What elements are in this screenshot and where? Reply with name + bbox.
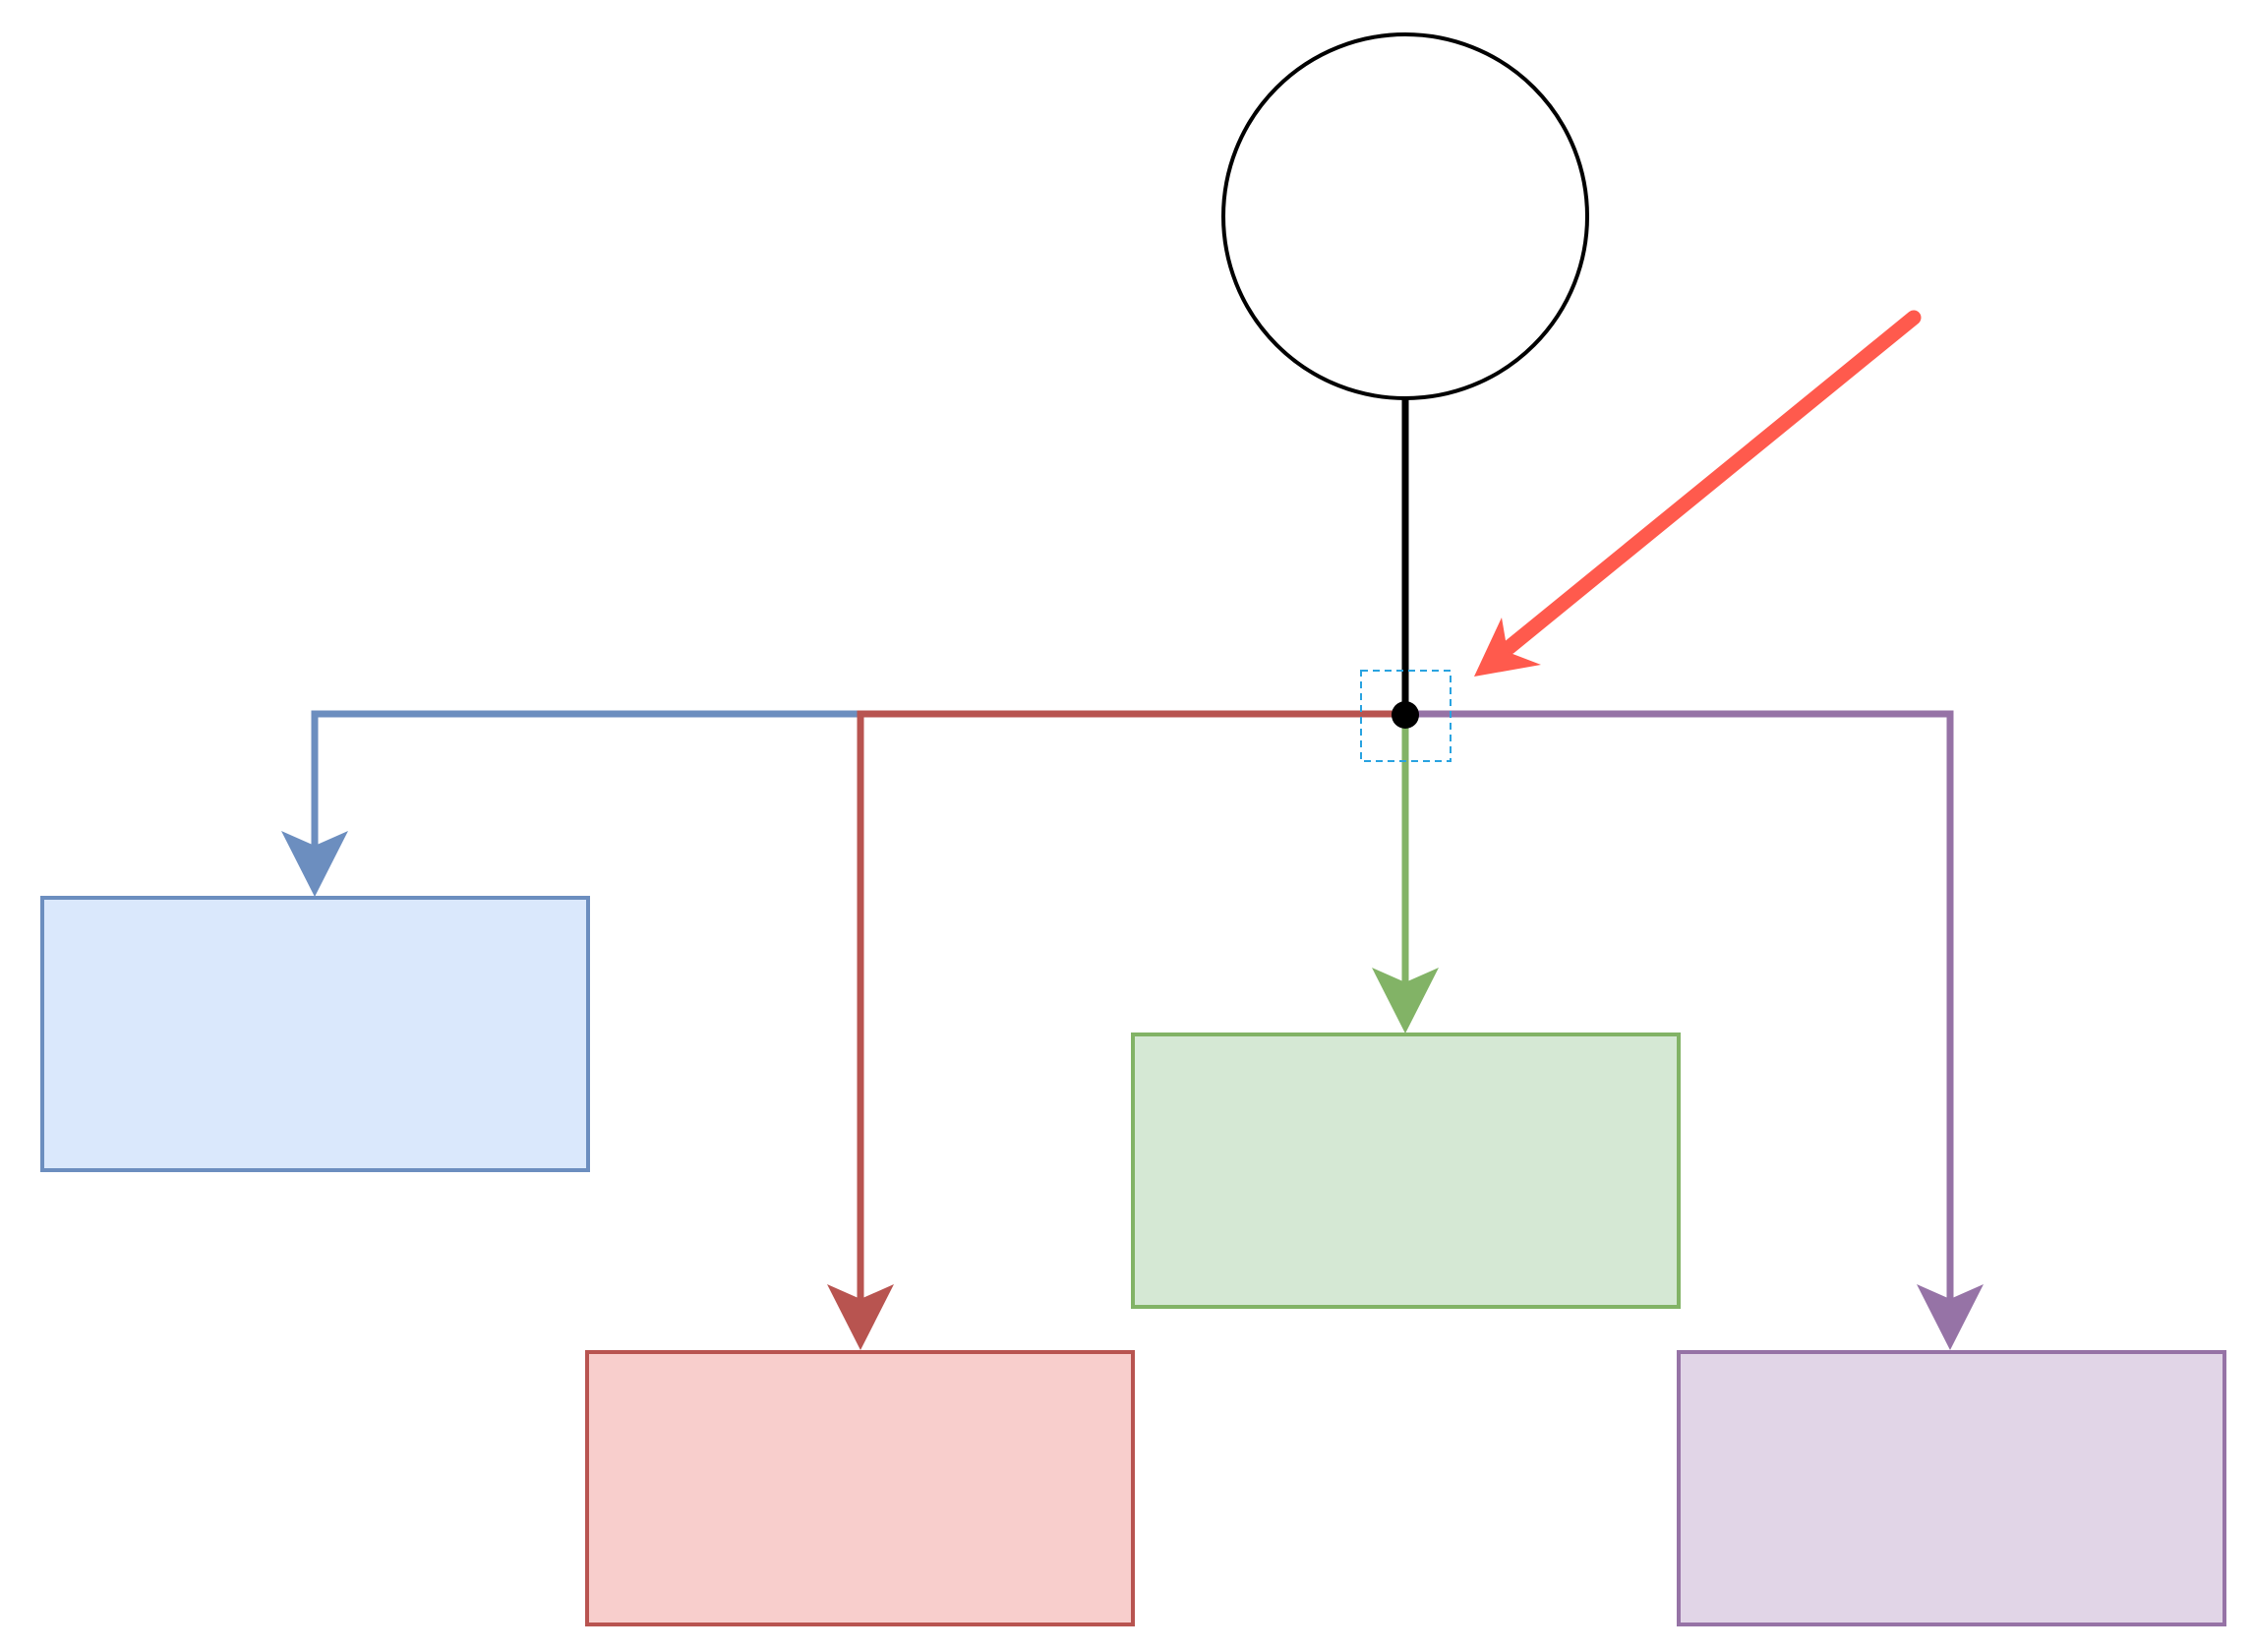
- target-box-blue[interactable]: [40, 896, 590, 1172]
- pointer-arrow-shaft: [1502, 310, 1922, 655]
- edge-to-purple-box[interactable]: [1405, 710, 1984, 1350]
- edge-purple-line[interactable]: [1405, 710, 1954, 1308]
- arrowhead-icon: [1917, 1284, 1984, 1350]
- pointer-arrow: [1474, 310, 1922, 677]
- junction-dot-icon[interactable]: [1392, 701, 1419, 729]
- target-box-green[interactable]: [1131, 1032, 1681, 1309]
- target-box-red[interactable]: [585, 1350, 1135, 1626]
- edge-to-red-box[interactable]: [827, 710, 1405, 1350]
- selection-handle-icon[interactable]: [1360, 670, 1452, 762]
- source-circle-node[interactable]: [1221, 32, 1589, 400]
- edge-red-line[interactable]: [857, 710, 1405, 1308]
- target-box-purple[interactable]: [1677, 1350, 2226, 1626]
- arrowhead-icon: [827, 1284, 894, 1350]
- arrowhead-icon: [281, 831, 348, 897]
- edge-to-blue-box[interactable]: [281, 710, 1405, 897]
- arrowhead-icon: [1372, 968, 1439, 1033]
- arrowhead-icon: [1474, 618, 1541, 677]
